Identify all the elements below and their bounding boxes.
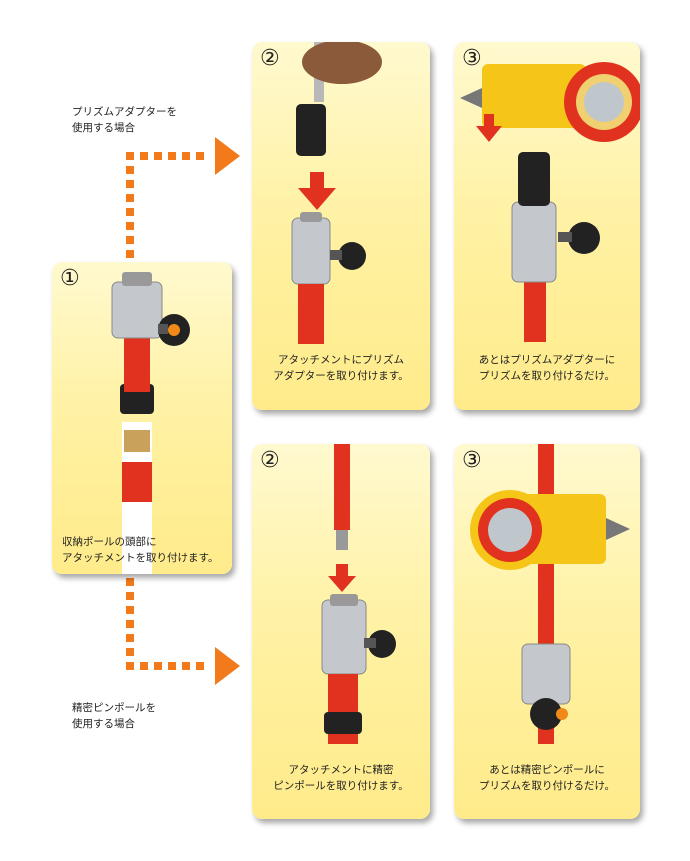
prism-on-pin-pole-illustration <box>470 444 630 744</box>
step-caption: あとは精密ピンポールに プリズムを取り付けるだけ。 <box>479 764 615 792</box>
prism-on-adapter-illustration <box>460 62 640 342</box>
panel-bottom-step3: ③ あとは精密ピンポールに プリズムを取り付けるだけ。 <box>454 444 640 819</box>
arrowhead-bottom <box>215 647 240 685</box>
step-number: ② <box>260 46 280 71</box>
step-number: ③ <box>462 46 482 71</box>
panel-step1: ① 収納ポールの頭部に アタッチメントを取り付けます。 <box>52 262 232 574</box>
step-caption: アタッチメントにプリズム アダプターを取り付けます。 <box>273 354 409 382</box>
arrowhead-top <box>215 137 240 175</box>
step-caption: あとはプリズムアダプターに プリズムを取り付けるだけ。 <box>478 354 616 382</box>
step-number: ① <box>60 266 80 291</box>
dotted-connector-top <box>126 152 204 258</box>
step-caption: アタッチメントに精密 ピンポールを取り付けます。 <box>273 764 409 792</box>
pin-pole-attach-illustration <box>321 444 396 744</box>
panel-top-step2: ② アタッチメントにプリズム アダプターを取り付けます。 <box>252 42 430 410</box>
attachment-on-pole-illustration <box>111 272 190 574</box>
panel-bottom-step2: ② アタッチメントに精密 ピンポールを取り付けます。 <box>252 444 430 819</box>
prism-adapter-attach-illustration <box>291 42 382 344</box>
step-caption: 収納ポールの頭部に アタッチメントを取り付けます。 <box>62 536 219 564</box>
route-label-bottom: 精密ピンポールを 使用する場合 <box>72 702 156 730</box>
dotted-connector-bottom <box>126 578 204 670</box>
panel-top-step3: ③ あとはプリズムアダプターに プリズムを取り付けるだけ。 <box>454 42 640 410</box>
route-label-top: プリズムアダプターを 使用する場合 <box>72 106 177 134</box>
step-number: ② <box>260 448 280 473</box>
step-number: ③ <box>462 448 482 473</box>
